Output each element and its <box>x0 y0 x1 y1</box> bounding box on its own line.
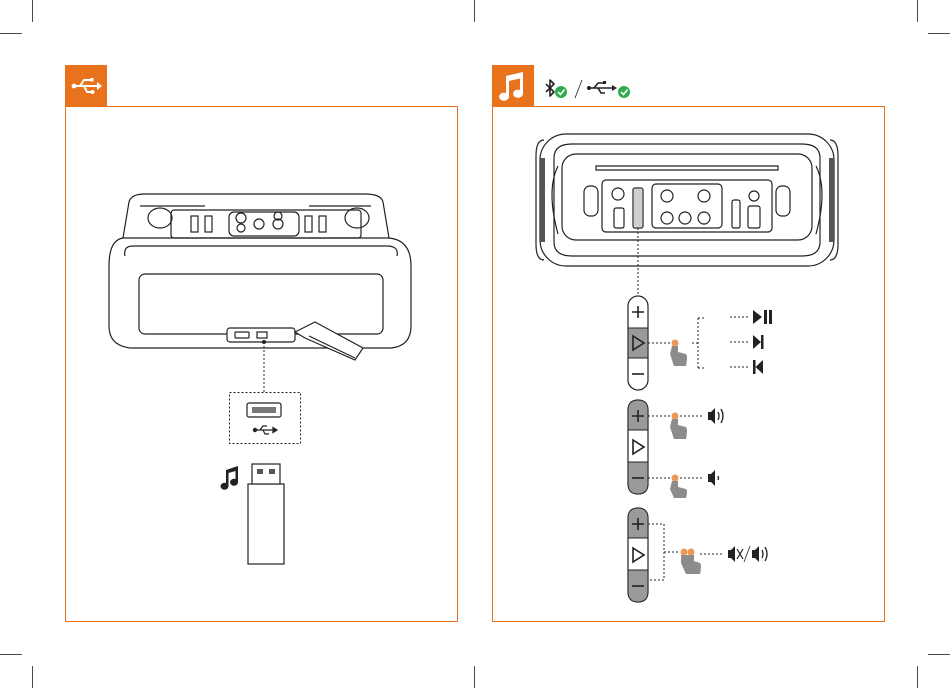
bluetooth-check-icon <box>546 80 567 98</box>
crop-mark <box>917 0 918 22</box>
mute-icon <box>728 546 743 562</box>
crop-mark <box>0 654 22 655</box>
crop-mark <box>474 0 475 22</box>
playback-control-group <box>620 294 880 394</box>
play-pause-icon <box>753 310 772 324</box>
crop-mark <box>32 0 33 22</box>
crop-mark <box>474 666 475 688</box>
crop-mark <box>0 33 22 34</box>
previous-track-icon <box>753 360 763 374</box>
crop-mark <box>928 654 950 655</box>
music-note-icon <box>221 466 239 490</box>
two-finger-press-icon <box>681 549 702 575</box>
usb-check-icon <box>587 81 630 98</box>
usb-icon <box>253 426 277 434</box>
usb-stick <box>218 460 308 570</box>
usb-icon <box>65 65 107 107</box>
volume-down-icon <box>708 470 719 486</box>
speaker-top-illustration <box>532 130 842 270</box>
crop-mark <box>917 666 918 688</box>
mute-control-group <box>620 506 880 606</box>
volume-up-icon <box>708 408 723 424</box>
next-track-icon <box>753 335 764 349</box>
finger-press-icon <box>670 340 687 367</box>
music-note-icon <box>492 65 534 107</box>
usb-badge <box>65 65 107 107</box>
crop-mark <box>928 33 950 34</box>
usb-port-inset <box>229 392 301 444</box>
unmute-icon <box>752 546 767 562</box>
volume-control-group <box>620 398 880 498</box>
source-icons <box>542 76 642 104</box>
music-badge <box>492 65 534 107</box>
crop-mark <box>32 666 33 688</box>
